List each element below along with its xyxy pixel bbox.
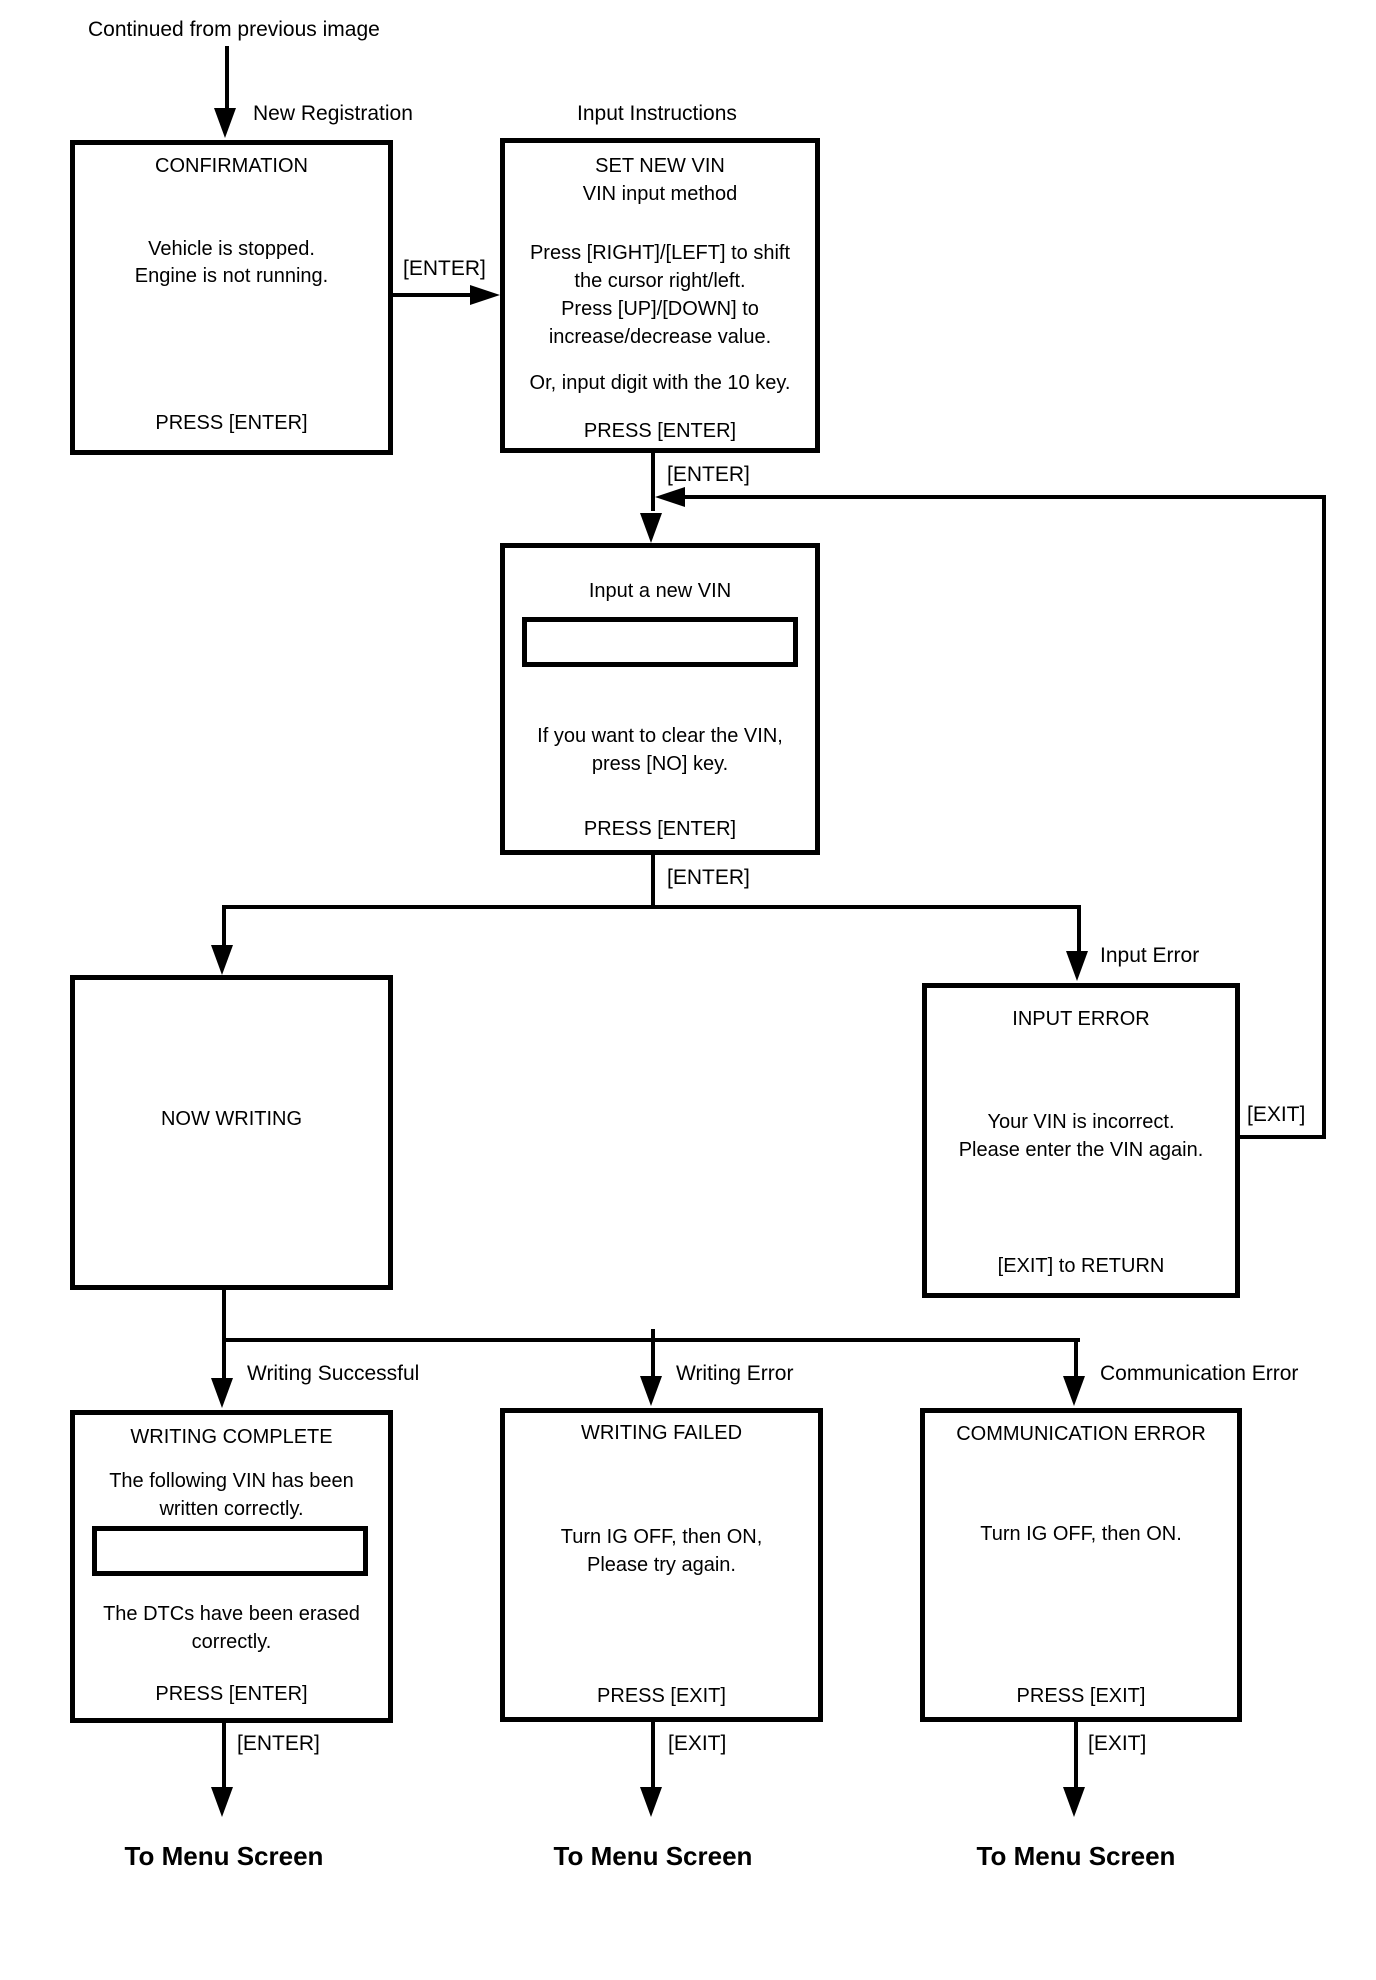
branch-label-writing-successful: Writing Successful xyxy=(247,1362,420,1385)
vin-result-field xyxy=(92,1526,368,1576)
connector-line xyxy=(651,453,655,511)
right-arrowhead-icon xyxy=(470,285,500,305)
down-arrowhead-icon xyxy=(640,1376,662,1406)
connector-line xyxy=(222,1290,226,1378)
down-arrowhead-icon xyxy=(211,1378,233,1408)
set-new-vin-subtitle: VIN input method xyxy=(582,183,738,205)
connector-line xyxy=(651,1338,655,1376)
connector-line xyxy=(393,293,471,297)
down-arrowhead-icon xyxy=(640,1787,662,1817)
down-arrowhead-icon xyxy=(1063,1787,1085,1817)
down-arrowhead-icon xyxy=(1066,951,1088,981)
set-new-vin-line: the cursor right/left. xyxy=(574,270,746,292)
writing-complete-footer: PRESS [ENTER] xyxy=(155,1683,308,1705)
writing-failed-line: Turn IG OFF, then ON, xyxy=(560,1526,763,1548)
input-new-vin-line: If you want to clear the VIN, xyxy=(537,725,783,747)
writing-complete-line: The DTCs have been erased xyxy=(103,1603,360,1625)
screen-writing-complete: WRITING COMPLETE The following VIN has b… xyxy=(70,1410,393,1723)
branch-label-input-error: Input Error xyxy=(1100,944,1200,967)
set-new-vin-title: SET NEW VIN xyxy=(595,155,725,177)
branch-label-input-instructions: Input Instructions xyxy=(577,102,737,125)
edge-label-enter: [ENTER] xyxy=(403,257,486,280)
left-arrowhead-icon xyxy=(655,487,685,507)
edge-label-exit: [EXIT] xyxy=(668,1732,727,1755)
confirmation-title: CONFIRMATION xyxy=(155,155,308,177)
branch-junction-stub xyxy=(651,1329,655,1338)
edge-label-enter: [ENTER] xyxy=(667,463,750,486)
writing-complete-line: The following VIN has been xyxy=(109,1470,354,1492)
start-connector-line xyxy=(225,46,229,108)
communication-error-title: COMMUNICATION ERROR xyxy=(956,1423,1206,1445)
confirmation-line: Engine is not running. xyxy=(134,265,329,287)
writing-failed-title: WRITING FAILED xyxy=(580,1422,743,1444)
set-new-vin-note: Or, input digit with the 10 key. xyxy=(529,372,791,394)
input-error-title: INPUT ERROR xyxy=(1012,1008,1150,1030)
screen-input-new-vin: Input a new VIN If you want to clear the… xyxy=(500,543,820,855)
connector-line xyxy=(222,1723,226,1787)
connector-line xyxy=(651,1722,655,1787)
edge-label-exit-return: [EXIT] xyxy=(1247,1103,1306,1126)
branch-label-communication-error: Communication Error xyxy=(1100,1362,1299,1385)
connector-line xyxy=(1074,1722,1078,1787)
set-new-vin-line: Press [UP]/[DOWN] to xyxy=(561,298,759,320)
screen-now-writing: NOW WRITING xyxy=(70,975,393,1290)
vin-input-field xyxy=(522,617,798,667)
input-error-footer: [EXIT] to RETURN xyxy=(997,1255,1165,1277)
input-new-vin-title: Input a new VIN xyxy=(588,580,732,602)
branch-label-new-registration: New Registration xyxy=(253,102,413,125)
connector-line xyxy=(1077,905,1081,951)
connector-line xyxy=(222,905,226,945)
screen-set-new-vin: SET NEW VIN VIN input method Press [RIGH… xyxy=(500,138,820,453)
continued-from-label: Continued from previous image xyxy=(88,18,380,41)
screen-communication-error: COMMUNICATION ERROR Turn IG OFF, then ON… xyxy=(920,1408,1242,1722)
down-arrowhead-icon xyxy=(211,945,233,975)
input-error-line: Your VIN is incorrect. xyxy=(987,1111,1175,1133)
set-new-vin-line: increase/decrease value. xyxy=(548,326,772,348)
set-new-vin-line: Press [RIGHT]/[LEFT] to shift xyxy=(529,242,791,264)
edge-label-enter: [ENTER] xyxy=(667,866,750,889)
start-arrowhead-icon xyxy=(214,108,236,138)
edge-label-exit: [EXIT] xyxy=(1088,1732,1147,1755)
screen-input-error: INPUT ERROR Your VIN is incorrect. Pleas… xyxy=(922,983,1240,1298)
exit-return-line-top xyxy=(683,495,1326,499)
screen-writing-failed: WRITING FAILED Turn IG OFF, then ON, Ple… xyxy=(500,1408,823,1722)
down-arrowhead-icon xyxy=(1063,1376,1085,1406)
connector-line xyxy=(651,855,655,907)
to-menu-screen-label: To Menu Screen xyxy=(124,1841,324,1871)
branch-label-writing-error: Writing Error xyxy=(676,1362,794,1385)
down-arrowhead-icon xyxy=(211,1787,233,1817)
exit-return-line-bottom xyxy=(1240,1135,1326,1139)
confirmation-footer: PRESS [ENTER] xyxy=(155,412,308,434)
screen-confirmation: CONFIRMATION Vehicle is stopped. Engine … xyxy=(70,140,393,455)
now-writing-title: NOW WRITING xyxy=(160,1108,303,1130)
input-error-line: Please enter the VIN again. xyxy=(958,1139,1204,1161)
set-new-vin-footer: PRESS [ENTER] xyxy=(583,420,737,442)
writing-complete-title: WRITING COMPLETE xyxy=(130,1426,333,1448)
writing-complete-line: correctly. xyxy=(191,1631,272,1653)
to-menu-screen-label: To Menu Screen xyxy=(553,1841,753,1871)
communication-error-footer: PRESS [EXIT] xyxy=(1016,1685,1146,1707)
writing-failed-footer: PRESS [EXIT] xyxy=(597,1685,726,1707)
connector-line xyxy=(1074,1338,1078,1376)
writing-failed-line: Please try again. xyxy=(587,1554,736,1576)
writing-complete-line: written correctly. xyxy=(159,1498,304,1520)
communication-error-line: Turn IG OFF, then ON. xyxy=(980,1523,1182,1545)
input-new-vin-line: press [NO] key. xyxy=(591,753,729,775)
to-menu-screen-label: To Menu Screen xyxy=(976,1841,1176,1871)
input-new-vin-footer: PRESS [ENTER] xyxy=(583,818,737,840)
branch-line xyxy=(222,905,1081,909)
exit-return-line-vertical xyxy=(1322,495,1326,1139)
edge-label-enter: [ENTER] xyxy=(237,1732,320,1755)
confirmation-line: Vehicle is stopped. xyxy=(148,238,315,260)
down-arrowhead-icon xyxy=(640,513,662,543)
